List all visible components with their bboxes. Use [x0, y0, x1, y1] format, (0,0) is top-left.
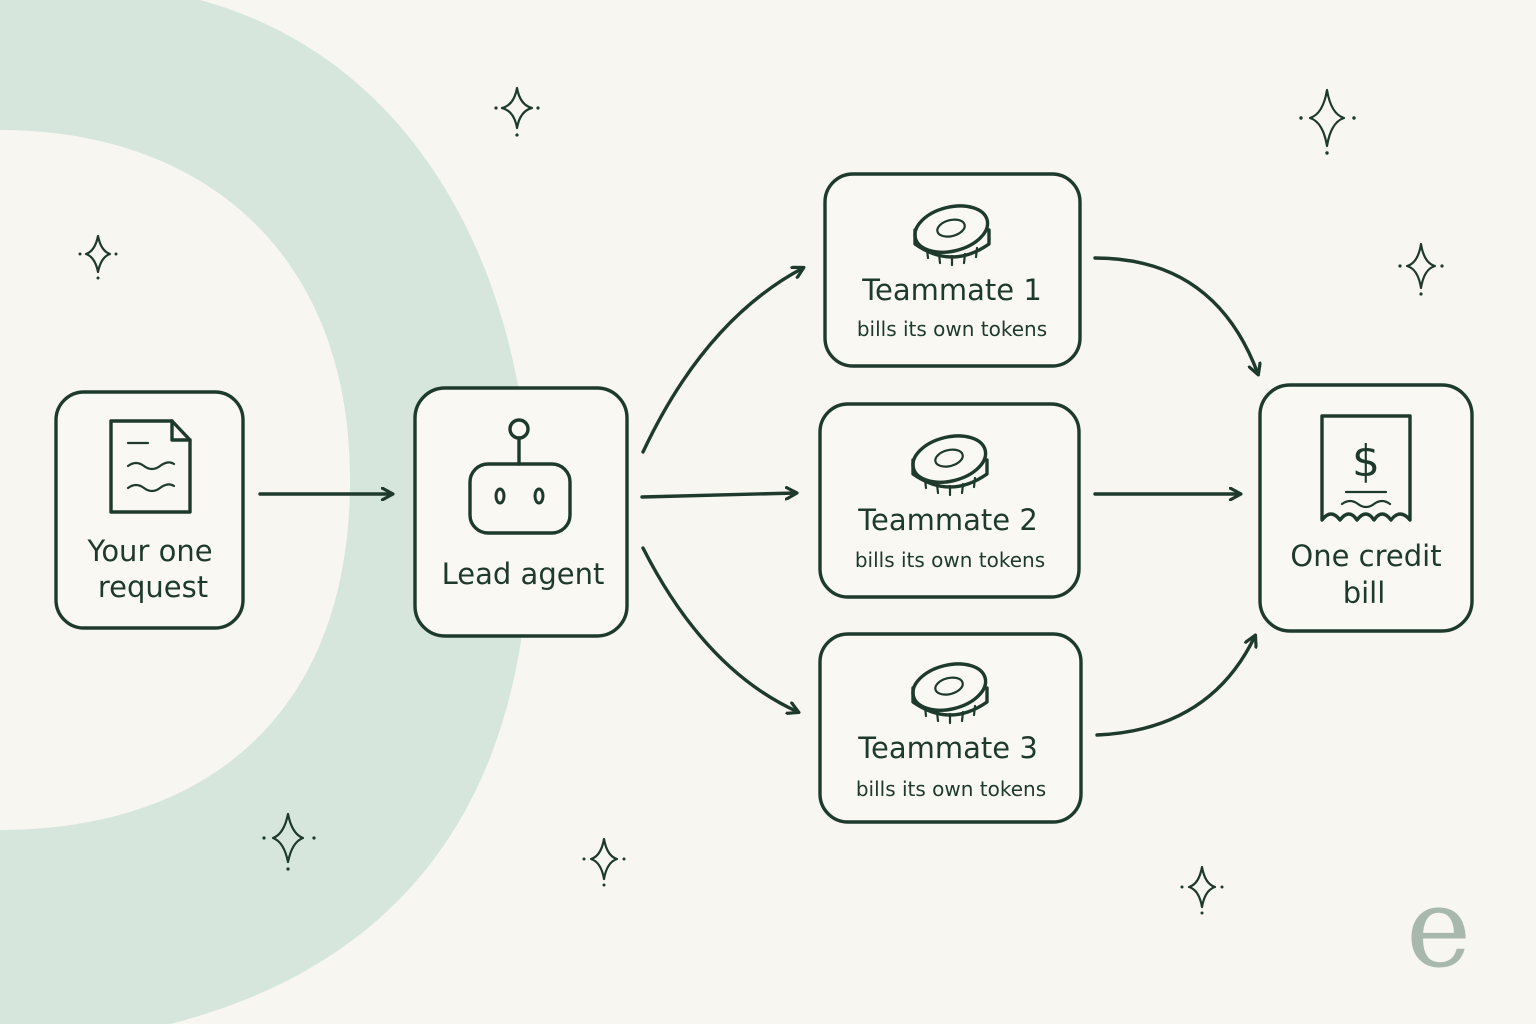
arrow-teammate-1-to-bill [1093, 256, 1258, 374]
dollar-sign: $ [1352, 436, 1380, 487]
teammate-node-1: Teammate 1 bills its own tokens [823, 172, 1082, 368]
sparkle-icon [1180, 865, 1224, 915]
credit-bill-label-line1: One credit [1290, 539, 1441, 573]
sparkle-icon [1299, 88, 1356, 155]
receipt-icon: $ [1320, 414, 1412, 522]
teammate-3-subtitle: bills its own tokens [856, 777, 1046, 801]
arrow-lead-to-teammate-1 [641, 268, 803, 454]
arrow-teammate-3-to-bill [1095, 636, 1255, 737]
coin-icon [911, 434, 989, 497]
sparkle-icon [494, 86, 540, 137]
teammate-2-subtitle: bills its own tokens [855, 548, 1045, 572]
lead-agent-node: Lead agent [413, 386, 629, 638]
teammate-node-3: Teammate 3 bills its own tokens [818, 632, 1083, 824]
lead-agent-label: Lead agent [442, 557, 605, 591]
arrow-lead-to-teammate-3 [641, 546, 798, 712]
decorative-arc [0, 0, 530, 1024]
request-label-line2: request [98, 570, 208, 604]
request-label-line1: Your one [86, 534, 212, 568]
sparkle-icon [1398, 242, 1444, 296]
credit-bill-label-line2: bill [1343, 576, 1386, 610]
sparkle-icon [262, 812, 316, 871]
sparkle-icon [582, 837, 626, 887]
coin-icon [911, 662, 989, 725]
teammate-1-title: Teammate 1 [861, 273, 1042, 307]
brand-logo: e [1406, 864, 1471, 992]
arrow-lead-to-teammate-2 [640, 493, 796, 497]
request-node: Your one request [54, 390, 245, 630]
credit-bill-node: $ One credit bill [1258, 383, 1474, 633]
teammate-3-title: Teammate 3 [857, 731, 1038, 765]
teammate-1-subtitle: bills its own tokens [857, 317, 1047, 341]
teammate-2-title: Teammate 2 [857, 503, 1038, 537]
document-icon [109, 419, 192, 514]
sparkle-icon [78, 234, 118, 280]
teammate-node-2: Teammate 2 bills its own tokens [818, 402, 1081, 599]
coin-icon [913, 204, 991, 267]
robot-icon [468, 418, 572, 535]
